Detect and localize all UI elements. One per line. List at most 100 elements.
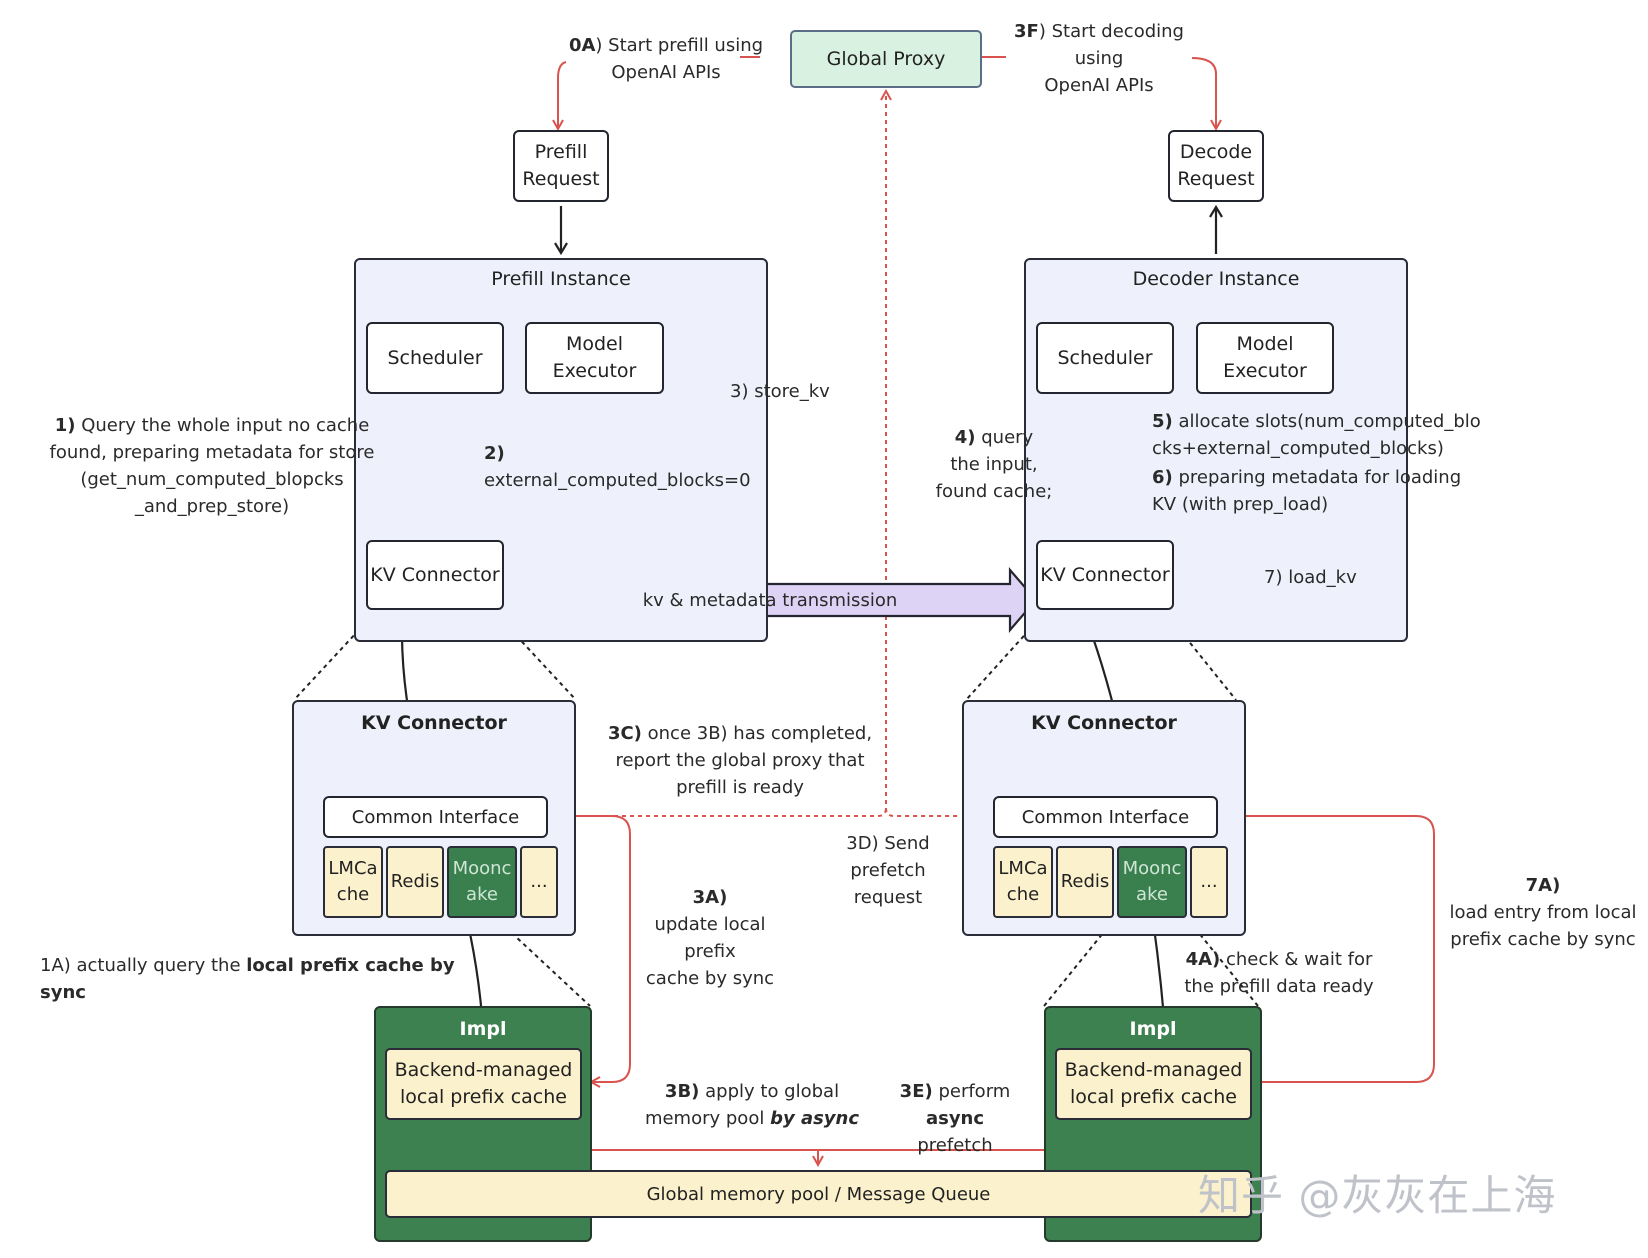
left-cache-line2: local prefix cache: [400, 1086, 567, 1108]
arrow-3f-down: [1191, 57, 1216, 128]
step-3c-text2: report the global proxy that: [615, 750, 865, 771]
arrow-3a: [552, 815, 631, 1082]
prefill-model-executor: Model Executor: [525, 322, 664, 394]
left-mooncake-line1: Moonc: [452, 858, 512, 879]
right-lmcache-line1: LMCa: [998, 858, 1048, 879]
decoder-instance-title: Decoder Instance: [1132, 268, 1300, 290]
step-3a-text1: update local: [654, 914, 766, 935]
left-kvc-title: KV Connector: [361, 712, 507, 734]
step-6-text2: KV (with prep_load): [1152, 494, 1329, 515]
step-3c-label: 3C) once 3B) has completed, report the g…: [604, 720, 876, 801]
right-kvc-title: KV Connector: [1031, 712, 1177, 734]
prefill-request-line1: Prefill: [534, 141, 588, 163]
step-3b-bold: by async: [770, 1108, 860, 1129]
step-5-label: 5) allocate slots(num_computed_blo cks+e…: [1152, 408, 1492, 462]
step-3b-text2: memory pool: [644, 1108, 771, 1129]
decoder-model-line1: Model: [1236, 333, 1294, 355]
prefill-kv-connector: KV Connector: [366, 540, 504, 610]
left-redis-label: Redis: [390, 871, 440, 892]
step-1-label: 1) Query the whole input no cache found,…: [44, 412, 380, 520]
step-1-text1: Query the whole input no cache: [75, 415, 370, 436]
right-more-label: ...: [1200, 871, 1218, 892]
step-3e-num: 3E): [899, 1081, 933, 1102]
step-0a-num: 0A: [568, 35, 596, 56]
right-lmcache: LMCa che: [993, 846, 1053, 918]
step-1-text2: found, preparing metadata for store: [49, 442, 375, 463]
right-more: ...: [1190, 846, 1228, 918]
left-cache-line1: Backend-managed: [394, 1059, 573, 1081]
step-4-num: 4): [954, 427, 976, 448]
step-4a-text1: check & wait for: [1220, 949, 1373, 970]
step-2-num: 2): [484, 443, 505, 464]
step-3b-num: 3B): [664, 1081, 700, 1102]
watermark: 知乎 @灰灰在上海: [1198, 1171, 1557, 1220]
left-more-label: ...: [530, 871, 548, 892]
right-mooncake-line1: Moonc: [1122, 858, 1182, 879]
arrow-7a: [1222, 816, 1435, 1083]
left-mooncake-line2: ake: [466, 884, 498, 905]
step-4-text3: found cache;: [935, 481, 1053, 502]
step-3c-num: 3C): [607, 723, 642, 744]
prefill-instance-title: Prefill Instance: [491, 268, 631, 290]
step-3b-text1: apply to global: [699, 1081, 840, 1102]
step-2-label: 2) external_computed_blocks=0: [484, 440, 754, 494]
step-3f-label: 3F) Start decoding using OpenAI APIs: [1004, 18, 1194, 99]
step-1-num: 1): [54, 415, 76, 436]
step-1a-pre: 1A) actually query the: [40, 955, 247, 976]
dotted-left-branch: [582, 807, 887, 817]
right-impl-title: Impl: [1129, 1018, 1177, 1040]
step-5-num: 5): [1152, 411, 1173, 432]
prefill-scheduler: Scheduler: [366, 322, 504, 394]
decoder-model-line2: Executor: [1223, 360, 1307, 382]
step-6-text1: preparing metadata for loading: [1172, 467, 1462, 488]
step-5-text1: allocate slots(num_computed_blo: [1172, 411, 1481, 432]
left-lmcache-line1: LMCa: [328, 858, 378, 879]
decoder-model-executor: Model Executor: [1196, 322, 1334, 394]
step-7a-label: 7A) load entry from local prefix cache b…: [1448, 872, 1638, 953]
step-3f-text1: ) Start decoding: [1038, 21, 1184, 42]
step-7a-text2: prefix cache by sync: [1450, 929, 1636, 950]
step-1a-label: 1A) actually query the local prefix cach…: [40, 952, 480, 1006]
right-mooncake-line2: ake: [1136, 884, 1168, 905]
decoder-scheduler-label: Scheduler: [1057, 346, 1153, 369]
prefill-request-line2: Request: [522, 168, 600, 190]
left-impl-title: Impl: [459, 1018, 507, 1040]
left-more: ...: [520, 846, 558, 918]
step-3e-label: 3E) perform async prefetch: [872, 1078, 1038, 1159]
step-3f-text3: OpenAI APIs: [1044, 75, 1154, 96]
step-4-label: 4) query the input, found cache;: [930, 424, 1058, 505]
global-proxy-label: Global Proxy: [826, 48, 946, 70]
step-3d-text2: request: [853, 887, 923, 908]
left-common-interface: Common Interface: [323, 796, 548, 838]
left-lmcache-line2: che: [336, 884, 370, 905]
step-1-text3: (get_num_computed_blopcks: [80, 469, 344, 490]
right-lmcache-line2: che: [1006, 884, 1040, 905]
decoder-kv-connector: KV Connector: [1036, 540, 1174, 610]
right-backend-cache: Backend-managed local prefix cache: [1055, 1048, 1252, 1120]
prefill-request: Prefill Request: [513, 130, 609, 202]
decode-request-line1: Decode: [1179, 141, 1253, 163]
step-0a-label: 0A) Start prefill using OpenAI APIs: [566, 32, 766, 86]
decoder-scheduler: Scheduler: [1036, 322, 1174, 394]
step-4a-label: 4A) check & wait for the prefill data re…: [1174, 946, 1384, 1000]
right-cache-line1: Backend-managed: [1064, 1059, 1243, 1081]
left-redis: Redis: [386, 846, 444, 918]
step-7a-text1: load entry from local: [1449, 902, 1637, 923]
step-1-text4: _and_prep_store): [134, 496, 290, 517]
transmission-label: kv & metadata transmission: [642, 590, 898, 611]
step-4-text2: the input,: [950, 454, 1038, 475]
step-5-text2: cks+external_computed_blocks): [1152, 438, 1444, 459]
arrow-0a-down: [558, 61, 567, 128]
step-3b-label: 3B) apply to global memory pool by async: [640, 1078, 864, 1132]
right-mooncake: Moonc ake: [1117, 846, 1187, 918]
step-7-label: 7) load_kv: [1264, 567, 1357, 588]
step-3a-num: 3A): [692, 887, 728, 908]
prefill-scheduler-label: Scheduler: [387, 346, 483, 369]
right-common-interface-label: Common Interface: [1021, 806, 1190, 828]
step-4a-text2: the prefill data ready: [1184, 976, 1374, 997]
left-mooncake: Moonc ake: [447, 846, 517, 918]
step-1a-bold: local prefix cache by sync: [40, 955, 455, 1003]
step-3a-label: 3A) update local prefix cache by sync: [640, 884, 780, 992]
step-3f-text2: using: [1074, 48, 1124, 69]
